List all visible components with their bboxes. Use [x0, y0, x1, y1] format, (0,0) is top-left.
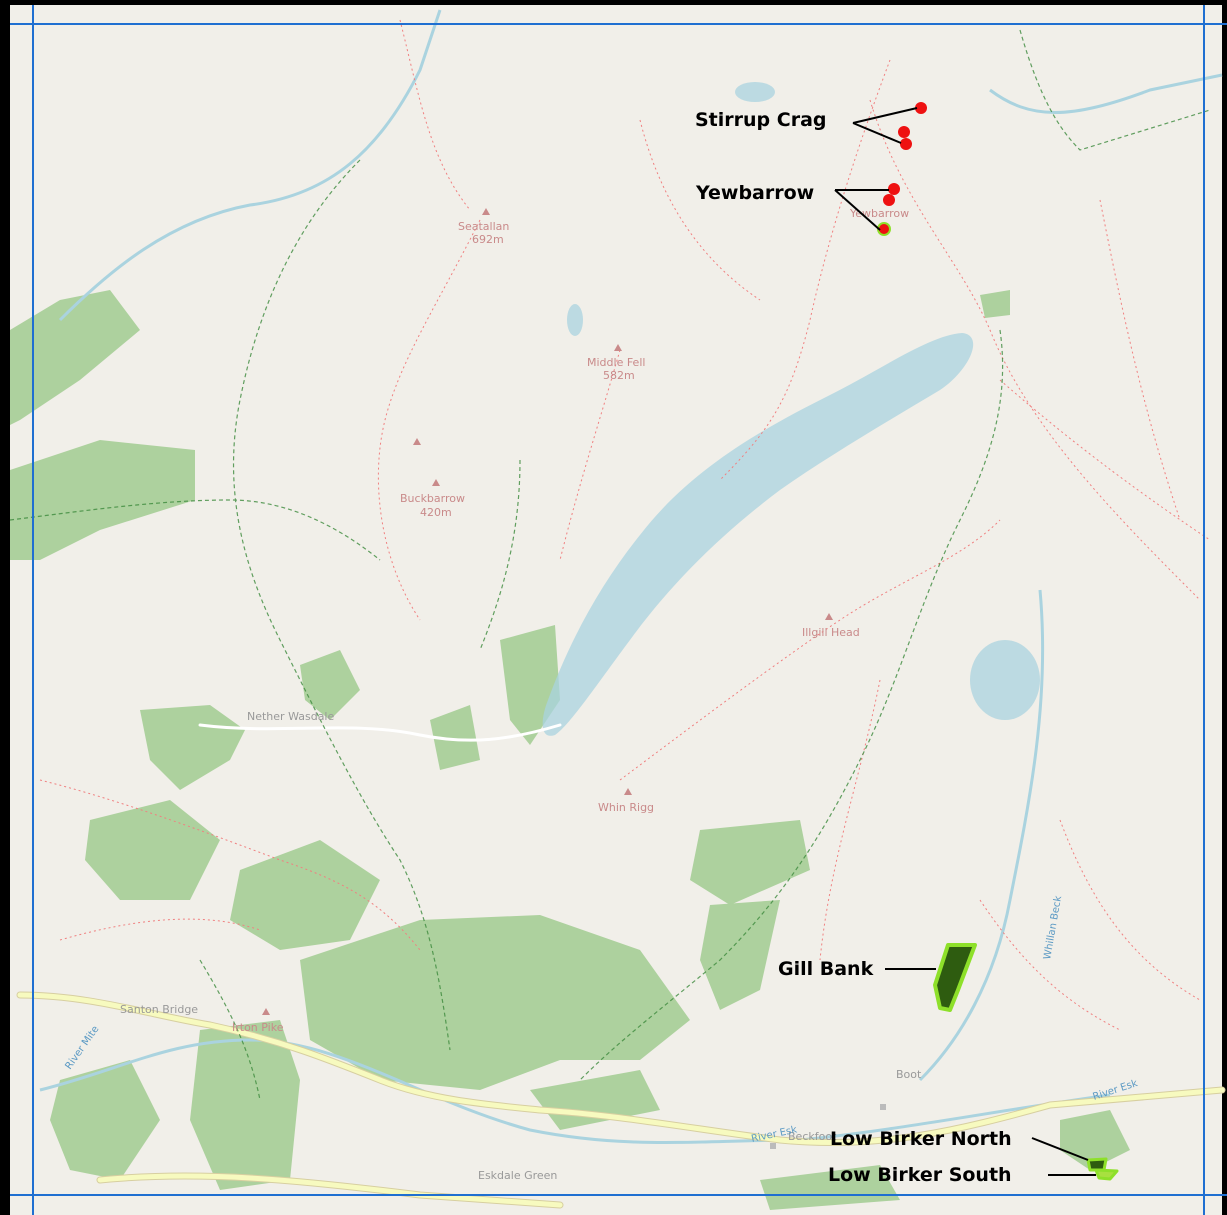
- path-13: [979, 899, 1121, 1031]
- site-polygon-low-birker-south[interactable]: [1094, 1168, 1119, 1181]
- peak-middle-fell-icon: [614, 344, 622, 351]
- track-2: [479, 459, 521, 651]
- rivers: [39, 9, 1223, 1144]
- peak-yewbarrow-name: Yewbarrow: [849, 207, 909, 220]
- site-markers[interactable]: [877, 102, 1119, 1181]
- place-boot: Boot: [896, 1068, 922, 1081]
- tracks: [9, 29, 1211, 1101]
- wastwater-lake: [542, 333, 974, 736]
- site-marker-yewbarrow-1[interactable]: [888, 183, 900, 195]
- woodland-south-large: [300, 915, 690, 1090]
- path-6: [619, 519, 1001, 781]
- woodland-south-3: [85, 800, 220, 900]
- leader-yewbarrow-2: [834, 189, 881, 231]
- leader-low-birker-north: [1031, 1137, 1089, 1161]
- place-beckfoot: Beckfoot: [788, 1130, 837, 1143]
- peak-middle-fell-elevation: 582m: [603, 369, 635, 382]
- river-esk: [39, 1038, 1111, 1144]
- place-boot-marker: [880, 1104, 886, 1110]
- woodland-south-5: [50, 1060, 160, 1180]
- peak-seatallan-icon: [482, 208, 490, 215]
- site-label-gill-bank: Gill Bank: [778, 958, 874, 980]
- place-nether-wasdale: Nether Wasdale: [247, 710, 334, 723]
- tarn-stirrup: [735, 82, 775, 102]
- site-marker-stirrup-crag-2[interactable]: [898, 126, 910, 138]
- peak-whin-rigg-icon: [624, 788, 632, 795]
- site-label-low-birker-north: Low Birker North: [830, 1128, 1012, 1150]
- path-11: [639, 119, 761, 301]
- woodland-nether-2: [300, 650, 360, 720]
- woodland-eskdale-1: [690, 820, 810, 905]
- woodland-upper-right: [980, 290, 1010, 318]
- road-nether-wasdale: [198, 723, 562, 742]
- map-frame: [10, 5, 1227, 1215]
- peak-whin-rigg-name: Whin Rigg: [598, 801, 654, 814]
- leader-stirrup-1: [852, 107, 918, 124]
- stream-upper-right: [989, 73, 1223, 114]
- woodland-south-4: [190, 1020, 300, 1190]
- peak-buckbarrow-2-icon: [432, 479, 440, 486]
- site-marker-stirrup-crag-3[interactable]: [900, 138, 912, 150]
- peak-illgill-name: Illgill Head: [802, 626, 860, 639]
- woodland-nether-4: [430, 705, 480, 770]
- water-bodies: [542, 82, 1040, 736]
- tarn-illgill: [970, 640, 1040, 720]
- track-5: [9, 499, 381, 561]
- river-upper-left: [58, 9, 442, 322]
- site-label-stirrup-crag: Stirrup Crag: [695, 109, 827, 131]
- track-4: [579, 329, 1004, 1081]
- woodland-west-upper: [10, 290, 140, 425]
- woodland-west-mid: [10, 440, 195, 560]
- site-polygon-gill-bank[interactable]: [933, 943, 977, 1012]
- site-label-yewbarrow: Yewbarrow: [695, 182, 814, 204]
- path-4: [869, 99, 1201, 601]
- place-santon-bridge: Santon Bridge: [120, 1003, 198, 1016]
- peak-illgill-icon: [825, 613, 833, 620]
- track-6: [199, 959, 261, 1101]
- peak-seatallan-name: Seatallan: [458, 220, 509, 233]
- leader-stirrup-2: [852, 122, 902, 144]
- peak-middle-fell-name: Middle Fell: [587, 356, 645, 369]
- path-5: [999, 379, 1211, 541]
- site-polygon-low-birker-north[interactable]: [1086, 1157, 1108, 1172]
- place-eskdale-green: Eskdale Green: [478, 1169, 557, 1182]
- footpaths: [39, 19, 1211, 1031]
- path-3: [719, 59, 891, 481]
- woodland-eskdale-2: [700, 900, 780, 1010]
- path-2: [559, 349, 621, 561]
- path-10: [1099, 199, 1181, 521]
- leader-lines: [834, 107, 1096, 1176]
- place-beckfoot-marker: [770, 1143, 776, 1149]
- woodland-eskdale-4: [760, 1165, 900, 1210]
- roads: [16, 723, 1226, 1209]
- peak-markers: [262, 208, 833, 1015]
- track-1: [232, 159, 451, 1051]
- peak-buckbarrow-name: Buckbarrow: [400, 492, 465, 505]
- site-marker-yewbarrow-2[interactable]: [883, 194, 895, 206]
- peak-irton-pike-icon: [262, 1008, 270, 1015]
- path-12: [1059, 819, 1201, 1001]
- peak-buckbarrow-elevation: 420m: [420, 506, 452, 519]
- path-14: [399, 19, 471, 211]
- site-label-low-birker-south: Low Birker South: [828, 1164, 1012, 1186]
- whillan-beck: [918, 589, 1045, 1082]
- peak-buckbarrow-icon: [413, 438, 421, 445]
- woodland-south-2: [230, 840, 380, 950]
- path-9: [59, 918, 261, 941]
- path-1: [377, 219, 481, 621]
- site-marker-stirrup-crag-1[interactable]: [915, 102, 927, 114]
- peak-seatallan-elevation: 692m: [472, 233, 504, 246]
- road-south: [97, 1173, 563, 1208]
- peak-irton-pike-name: Irton Pike: [232, 1021, 284, 1034]
- road-santon-eskdale: [17, 992, 1225, 1146]
- tarn-middle-fell: [567, 304, 583, 336]
